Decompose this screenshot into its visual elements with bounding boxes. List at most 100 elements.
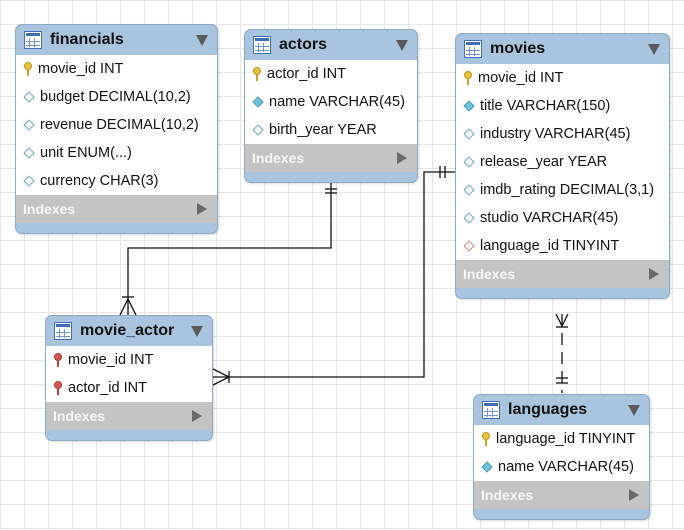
collapse-arrow-icon[interactable]: [628, 405, 640, 416]
table-movies[interactable]: movies movie_id INT title VARCHAR(150) i…: [455, 33, 670, 299]
table-header[interactable]: actors: [245, 30, 417, 60]
column-row[interactable]: studio VARCHAR(45): [456, 204, 669, 232]
indexes-section[interactable]: Indexes: [474, 481, 649, 509]
not-null-column-icon: [252, 96, 264, 108]
column-label: currency CHAR(3): [40, 173, 159, 189]
column-diamond-icon: [23, 91, 35, 103]
table-header[interactable]: financials: [16, 25, 217, 55]
column-diamond-icon: [23, 147, 35, 159]
column-row[interactable]: name VARCHAR(45): [474, 453, 649, 481]
indexes-label: Indexes: [481, 487, 534, 503]
expand-arrow-icon[interactable]: [629, 489, 639, 501]
relationship-actors-movie-actor[interactable]: [119, 183, 337, 316]
indexes-section[interactable]: Indexes: [456, 260, 669, 288]
indexes-label: Indexes: [463, 266, 516, 282]
column-row[interactable]: movie_id INT: [456, 64, 669, 92]
column-row[interactable]: release_year YEAR: [456, 148, 669, 176]
indexes-section[interactable]: Indexes: [16, 195, 217, 223]
column-label: actor_id INT: [267, 66, 346, 82]
table-financials[interactable]: financials movie_id INT budget DECIMAL(1…: [15, 24, 218, 234]
expand-arrow-icon[interactable]: [397, 152, 407, 164]
table-title: movie_actor: [80, 322, 175, 339]
column-label: name VARCHAR(45): [269, 94, 405, 110]
foreign-primary-key-icon: [53, 353, 63, 367]
column-row[interactable]: language_id TINYINT: [474, 425, 649, 453]
not-null-column-icon: [463, 100, 475, 112]
indexes-section[interactable]: Indexes: [245, 144, 417, 172]
column-label: actor_id INT: [68, 380, 147, 396]
expand-arrow-icon[interactable]: [192, 410, 202, 422]
column-row[interactable]: currency CHAR(3): [16, 167, 217, 195]
column-row[interactable]: movie_id INT: [16, 55, 217, 83]
crow-foot-mark: [212, 368, 231, 386]
column-label: movie_id INT: [478, 70, 564, 86]
column-row[interactable]: birth_year YEAR: [245, 116, 417, 144]
column-label: movie_id INT: [38, 61, 124, 77]
column-row[interactable]: actor_id INT: [46, 374, 212, 402]
crow-foot-mark: [119, 297, 137, 316]
table-languages[interactable]: languages language_id TINYINT name VARCH…: [473, 394, 650, 520]
foreign-primary-key-icon: [53, 381, 63, 395]
column-label: unit ENUM(...): [40, 145, 132, 161]
column-label: industry VARCHAR(45): [480, 126, 631, 142]
column-diamond-icon: [23, 175, 35, 187]
column-label: release_year YEAR: [480, 154, 608, 170]
table-icon: [253, 36, 271, 54]
table-header[interactable]: movies: [456, 34, 669, 64]
indexes-section[interactable]: Indexes: [46, 402, 212, 430]
column-label: revenue DECIMAL(10,2): [40, 117, 199, 133]
table-title: financials: [50, 31, 124, 48]
table-title: languages: [508, 401, 588, 418]
table-icon: [24, 31, 42, 49]
column-label: studio VARCHAR(45): [480, 210, 619, 226]
collapse-arrow-icon[interactable]: [648, 44, 660, 55]
column-label: language_id TINYINT: [496, 431, 636, 447]
column-label: name VARCHAR(45): [498, 459, 634, 475]
column-row[interactable]: name VARCHAR(45): [245, 88, 417, 116]
table-movie-actor[interactable]: movie_actor movie_id INT actor_id INT In…: [45, 315, 213, 441]
indexes-label: Indexes: [53, 408, 106, 424]
primary-key-icon: [252, 67, 262, 81]
primary-key-icon: [481, 432, 491, 446]
column-row[interactable]: industry VARCHAR(45): [456, 120, 669, 148]
column-label: birth_year YEAR: [269, 122, 377, 138]
table-icon: [482, 401, 500, 419]
column-row[interactable]: language_id TINYINT: [456, 232, 669, 260]
relationship-languages-movies[interactable]: [555, 313, 569, 393]
column-row[interactable]: budget DECIMAL(10,2): [16, 83, 217, 111]
column-row[interactable]: unit ENUM(...): [16, 139, 217, 167]
column-label: language_id TINYINT: [480, 238, 620, 254]
collapse-arrow-icon[interactable]: [396, 40, 408, 51]
table-icon: [464, 40, 482, 58]
expand-arrow-icon[interactable]: [649, 268, 659, 280]
table-title: actors: [279, 36, 328, 53]
primary-key-icon: [463, 71, 473, 85]
table-icon: [54, 322, 72, 340]
foreign-key-column-icon: [463, 240, 475, 252]
column-row[interactable]: revenue DECIMAL(10,2): [16, 111, 217, 139]
column-row[interactable]: movie_id INT: [46, 346, 212, 374]
not-null-column-icon: [481, 461, 493, 473]
crow-foot-mark: [555, 313, 569, 328]
column-label: imdb_rating DECIMAL(3,1): [480, 182, 655, 198]
table-title: movies: [490, 40, 546, 57]
column-label: budget DECIMAL(10,2): [40, 89, 191, 105]
table-header[interactable]: movie_actor: [46, 316, 212, 346]
column-label: title VARCHAR(150): [480, 98, 611, 114]
relationship-movies-movie-actor[interactable]: [212, 166, 455, 386]
column-diamond-icon: [463, 156, 475, 168]
column-diamond-icon: [252, 124, 264, 136]
primary-key-icon: [23, 62, 33, 76]
collapse-arrow-icon[interactable]: [196, 35, 208, 46]
expand-arrow-icon[interactable]: [197, 203, 207, 215]
column-row[interactable]: actor_id INT: [245, 60, 417, 88]
column-label: movie_id INT: [68, 352, 154, 368]
column-row[interactable]: title VARCHAR(150): [456, 92, 669, 120]
table-actors[interactable]: actors actor_id INT name VARCHAR(45) bir…: [244, 29, 418, 183]
collapse-arrow-icon[interactable]: [191, 326, 203, 337]
column-row[interactable]: imdb_rating DECIMAL(3,1): [456, 176, 669, 204]
column-diamond-icon: [463, 128, 475, 140]
table-header[interactable]: languages: [474, 395, 649, 425]
indexes-label: Indexes: [252, 150, 305, 166]
